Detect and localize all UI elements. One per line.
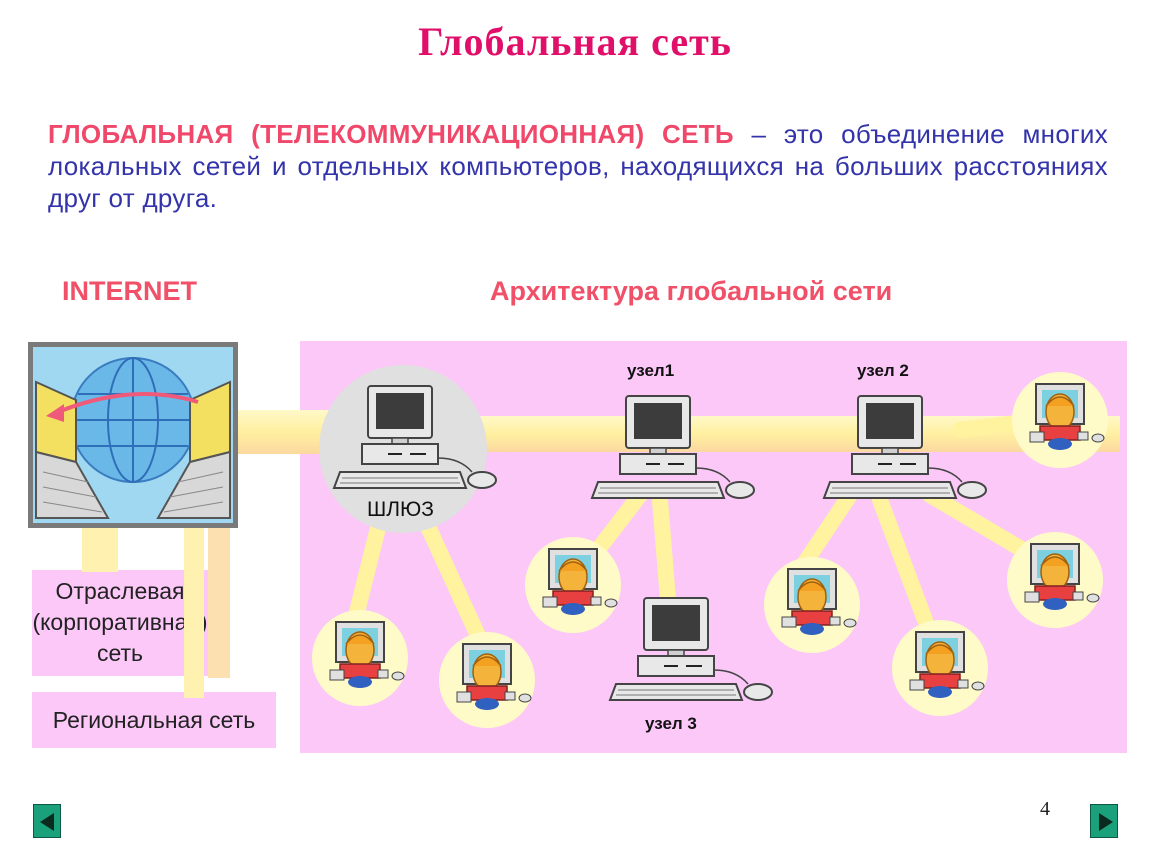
corporate-line-2: (корпоративная): [32, 609, 208, 635]
gateway-label: ШЛЮЗ: [367, 498, 434, 521]
definition-text: ГЛОБАЛЬНАЯ (ТЕЛЕКОММУНИКАЦИОННАЯ) СЕТЬ –…: [48, 118, 1108, 214]
definition-body: – это объединение многих локальных сетей…: [48, 119, 1109, 213]
arrow-right-icon: [1099, 813, 1113, 831]
slide-title: Глобальная сеть: [418, 19, 732, 64]
user-icon: [524, 536, 622, 634]
node1-label: узел1: [627, 361, 675, 380]
node2-label: узел 2: [857, 361, 909, 380]
user-icon: [1006, 531, 1104, 629]
corporate-line-1: Отраслевая: [55, 578, 185, 604]
next-slide-button[interactable]: [1090, 804, 1118, 838]
node3-computer-icon: [609, 597, 773, 701]
user-icon: [763, 556, 861, 654]
corporate-network-box: Отраслевая (корпоративная) сеть: [32, 570, 208, 676]
internet-globe-laptops-icon: [28, 342, 238, 528]
node3-label: узел 3: [645, 714, 697, 733]
corporate-line-3: сеть: [96, 640, 144, 666]
regional-network-box: Региональная сеть: [32, 692, 276, 748]
user-icon: [311, 609, 409, 707]
page-number: 4: [1040, 798, 1050, 820]
arrow-left-icon: [40, 813, 54, 831]
user-icon: [1011, 371, 1109, 469]
internet-label: INTERNET: [62, 276, 197, 306]
prev-slide-button[interactable]: [33, 804, 61, 838]
user-icon: [891, 619, 989, 717]
user-icon: [438, 631, 536, 729]
definition-term: ГЛОБАЛЬНАЯ (ТЕЛЕКОММУНИКАЦИОННАЯ) СЕТЬ: [48, 119, 734, 149]
architecture-label: Архитектура глобальной сети: [490, 276, 893, 306]
